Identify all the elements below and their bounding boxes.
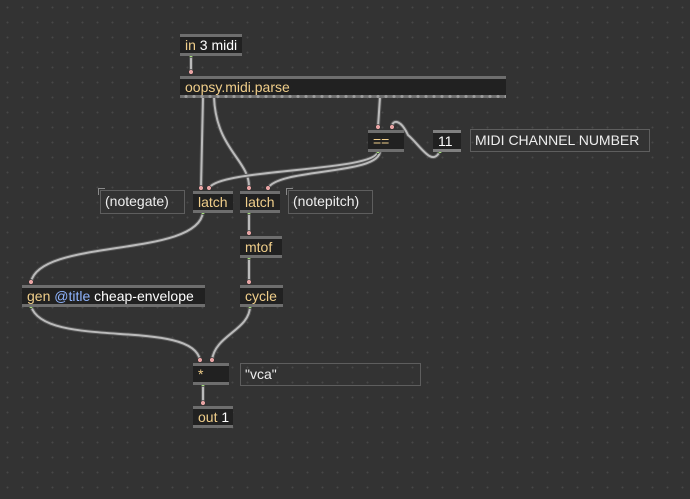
channel-number-value: 11 [438,133,453,149]
mtof-operator: mtof [245,239,273,255]
out-operator: out [198,409,218,425]
inlet-port[interactable] [389,124,395,130]
cord-parse-to-equals[interactable] [377,96,381,128]
inlet-port[interactable] [28,279,34,285]
gen-title-value: cheap-envelope [94,288,194,304]
mtof-object[interactable]: mtof [240,236,282,258]
out-1-object[interactable]: out 1 [193,406,233,428]
notepitch-comment: (notepitch) [286,188,373,214]
vca-text: "vca" [245,366,277,382]
channel-number-box[interactable]: 11 [433,130,461,152]
latch-pitch-object[interactable]: latch [240,191,280,213]
multiply-operator: * [198,366,204,382]
parse-outlets [180,95,506,98]
cord-parse-to-latch-pitch[interactable] [213,96,251,189]
latch-gate-operator: latch [198,194,228,210]
cycle-operator: cycle [245,288,277,304]
inlet-port[interactable] [246,230,252,236]
cord-number-to-equals[interactable] [391,120,441,159]
equals-object[interactable]: == [368,130,404,152]
cord-latch-gate-to-gen[interactable] [30,211,204,283]
out-argument: 1 [221,409,230,425]
notegate-text: (notegate) [105,193,169,209]
inlet-port[interactable] [246,185,252,191]
latch-gate-object[interactable]: latch [193,191,233,213]
inlet-port[interactable] [188,69,194,75]
inlet-port[interactable] [265,185,271,191]
inlet-port[interactable] [209,357,215,363]
multiply-object[interactable]: * [193,363,229,385]
inlet-port[interactable] [375,124,381,130]
inlet-port[interactable] [197,357,203,363]
vca-comment: "vca" [240,363,421,386]
gen-title-attribute: @title [54,288,91,304]
gen-cheap-envelope-object[interactable]: gen @title cheap-envelope [22,285,205,307]
midi-channel-number-text: MIDI CHANNEL NUMBER [475,132,640,148]
cord-equals-to-latch-gate[interactable] [208,150,379,189]
cord-equals-to-latch-pitch[interactable] [267,150,381,189]
comment-corner-tick [98,188,105,195]
in-3-midi-object[interactable]: in 3 midi [180,34,243,56]
notegate-comment: (notegate) [98,188,185,214]
comment-corner-tick [286,188,293,195]
inlet-port[interactable] [246,279,252,285]
in-arguments: 3 midi [199,37,238,53]
equals-operator: == [373,133,390,149]
cord-gen-to-multiply[interactable] [30,305,201,361]
cord-parse-to-latch-gate[interactable] [200,96,204,189]
latch-pitch-operator: latch [245,194,275,210]
cycle-object[interactable]: cycle [240,285,283,307]
notepitch-text: (notepitch) [293,193,360,209]
inlet-port[interactable] [200,400,206,406]
inlet-port[interactable] [206,185,212,191]
parse-operator: oopsy.midi.parse [185,79,290,95]
gen-operator: gen [27,288,51,304]
in-operator: in [185,37,196,53]
inlet-port[interactable] [198,185,204,191]
midi-channel-number-comment: MIDI CHANNEL NUMBER [470,129,650,152]
cord-cycle-to-multiply[interactable] [211,305,251,361]
oopsy-midi-parse-object[interactable]: oopsy.midi.parse [180,76,506,98]
